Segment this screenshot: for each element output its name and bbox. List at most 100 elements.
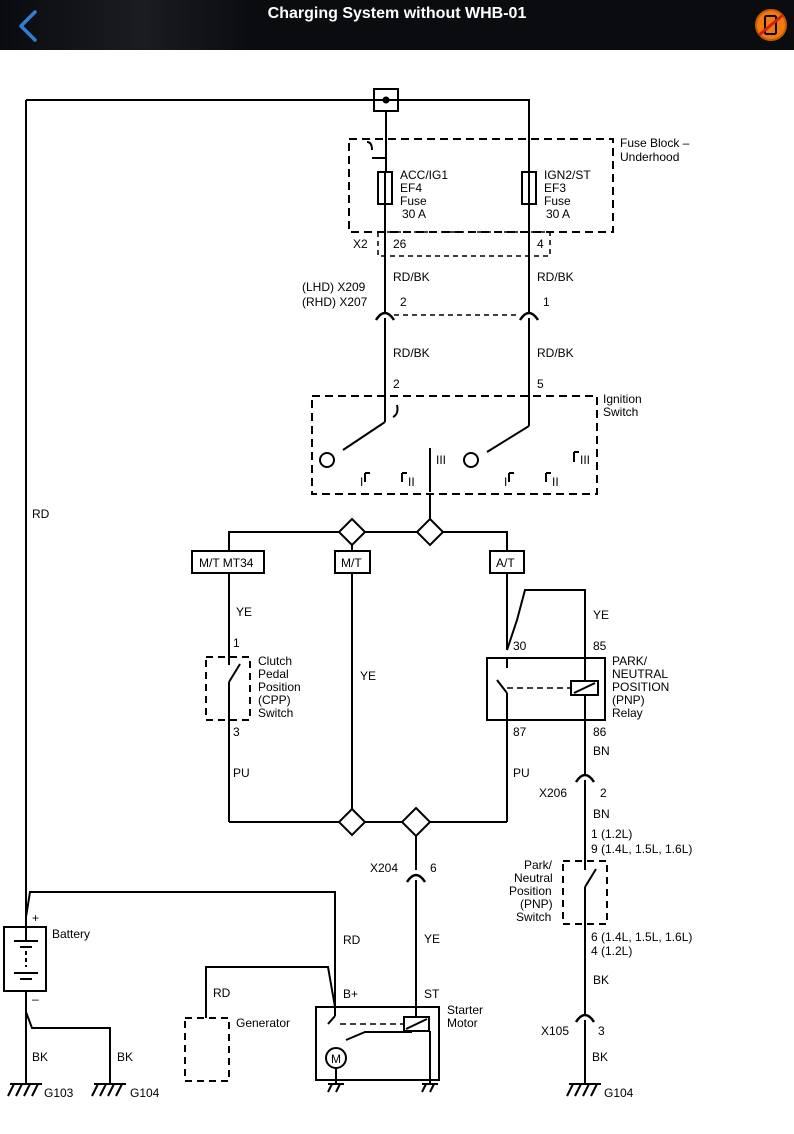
connector-x206 — [574, 773, 596, 783]
battery-minus: – — [32, 992, 39, 1006]
cpp-label: Clutch — [258, 654, 292, 668]
x204-label: X204 — [370, 861, 398, 875]
splice-diamond — [337, 807, 367, 837]
generator-label: Generator — [236, 1016, 290, 1030]
x206-label: X206 — [539, 786, 567, 800]
fuse-ef3-rating: 30 A — [546, 207, 570, 221]
ignition-pos-label: I — [504, 475, 507, 489]
pnp-relay-body — [486, 657, 606, 721]
pnp-switch-label: Switch — [516, 910, 551, 924]
wire-color-label: BN — [593, 807, 610, 821]
ground-symbol — [327, 1083, 344, 1093]
no-phone-button[interactable] — [752, 6, 790, 44]
wire-color-label: YE — [360, 669, 376, 683]
fuse-ef3-id: EF3 — [544, 181, 566, 195]
connector-x204 — [405, 873, 427, 883]
pin-label: 4 (1.2L) — [591, 944, 632, 958]
ignition-pos-label: III — [436, 453, 446, 467]
fuse-ef3-type: Fuse — [544, 194, 571, 208]
x105-label: X105 — [541, 1024, 569, 1038]
ignition-pos-label: III — [580, 453, 590, 467]
connector-x209 — [374, 311, 540, 321]
pin-label: 3 — [598, 1024, 605, 1038]
pnp-relay-label: Relay — [612, 706, 643, 720]
option-mt-label: M/T — [341, 556, 362, 570]
cpp-label: Position — [258, 680, 301, 694]
ground-g104-label: G104 — [130, 1086, 160, 1100]
pnp-relay-label: (PNP) — [612, 693, 645, 707]
pin-label: 87 — [513, 725, 527, 739]
pin-label: 6 — [430, 861, 437, 875]
ground-symbol — [7, 1083, 42, 1097]
wire-color-label: YE — [424, 932, 440, 946]
ground-symbol — [566, 1083, 601, 1097]
wire-color-label: RD — [343, 933, 361, 947]
fuse-ef4-id: EF4 — [400, 181, 422, 195]
wire-color-label: RD — [213, 986, 231, 1000]
cpp-switch-outline — [205, 656, 251, 721]
app-header: Charging System without WHB-01 — [0, 0, 794, 50]
splice-diamond — [337, 517, 367, 547]
option-at-label: A/T — [496, 556, 515, 570]
pin-label: 3 — [233, 725, 240, 739]
pin-label: 2 — [393, 377, 400, 391]
generator-outline — [184, 1017, 230, 1082]
ignition-switch-label-2: Switch — [603, 405, 638, 419]
pnp-switch-label: Park/ — [524, 858, 553, 872]
starter-motor-body — [315, 1006, 440, 1081]
ground-symbol — [421, 1083, 438, 1093]
wire-color-label: ST — [424, 987, 440, 1001]
fuse-block-label-2: Underhood — [620, 150, 679, 164]
wire-color-label: RD/BK — [393, 270, 430, 284]
wire-color-label: RD/BK — [537, 270, 574, 284]
fuse-ef3-label: IGN2/ST — [544, 168, 591, 182]
back-button[interactable] — [8, 6, 48, 46]
pin-label: 5 — [537, 377, 544, 391]
splice-diamond — [415, 517, 445, 547]
pnp-relay-label: POSITION — [612, 680, 669, 694]
wire-color-label: BN — [593, 744, 610, 758]
pin-label: 1 — [543, 295, 550, 309]
ignition-switch-outline — [311, 395, 598, 495]
connector-x209-label: (LHD) X209 — [302, 280, 366, 294]
option-mt34-label: M/T MT34 — [199, 556, 254, 570]
motor-label: M — [331, 1052, 341, 1066]
pnp-relay-label: NEUTRAL — [612, 667, 668, 681]
pnp-switch-label: (PNP) — [520, 897, 553, 911]
pnp-switch-outline — [562, 860, 608, 925]
ignition-contact — [463, 452, 479, 468]
pnp-switch-label: Neutral — [514, 871, 553, 885]
cpp-label: Pedal — [258, 667, 289, 681]
pin-label: 6 (1.4L, 1.5L, 1.6L) — [591, 930, 692, 944]
wire-color-label: BK — [592, 1050, 608, 1064]
wiring-diagram: Fuse Block – Underhood ACC/IG1 EF4 Fuse … — [3, 88, 692, 1100]
fuse-ef4-rating: 30 A — [402, 207, 426, 221]
wire-color-label: YE — [236, 605, 252, 619]
ignition-contact — [319, 452, 335, 468]
starter-label: Motor — [447, 1016, 478, 1030]
connector-x2 — [377, 231, 551, 257]
x2-pin-26: 26 — [393, 237, 407, 251]
connector-x207-label: (RHD) X207 — [302, 295, 368, 309]
ignition-pos-label: I — [360, 475, 363, 489]
x2-label: X2 — [353, 237, 368, 251]
chevron-left-icon — [19, 10, 37, 42]
ignition-pos-label: II — [552, 475, 559, 489]
pin-label: 2 — [600, 786, 607, 800]
pin-label: 1 — [233, 636, 240, 650]
wire-color-label: YE — [593, 608, 609, 622]
cpp-label: (CPP) — [258, 693, 291, 707]
pnp-switch-label: Position — [509, 884, 552, 898]
wire-color-label: RD — [32, 507, 50, 521]
ground-g104-label: G104 — [604, 1086, 634, 1100]
ignition-switch-label: Ignition — [603, 392, 642, 406]
fuse-block-label: Fuse Block – — [620, 136, 690, 150]
ground-g103-label: G103 — [44, 1086, 74, 1100]
connector-x105 — [574, 1013, 596, 1023]
wire-color-label: RD/BK — [537, 346, 574, 360]
wire-color-label: BK — [593, 973, 609, 987]
pin-label: 1 (1.2L) — [591, 827, 632, 841]
wire-color-label: PU — [233, 766, 250, 780]
page-title: Charging System without WHB-01 — [267, 5, 527, 22]
starter-label: Starter — [447, 1003, 483, 1017]
